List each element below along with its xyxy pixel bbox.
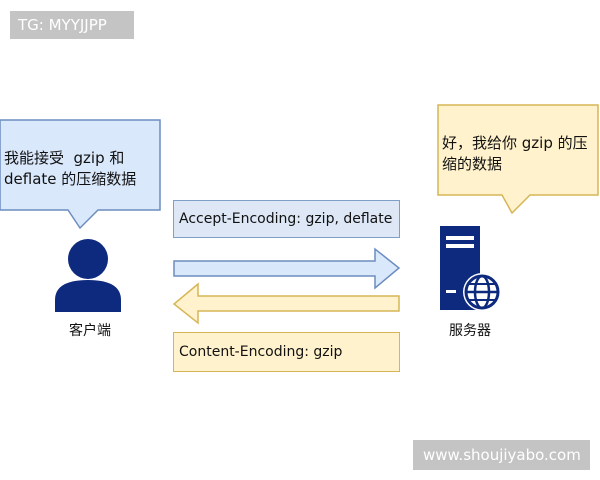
watermark-bottom-right: www.shoujiyabo.com [413,440,590,470]
client-label: 客户端 [69,323,111,339]
server-speech-line2: 缩的数据 [442,155,503,173]
server-label: 服务器 [449,323,491,339]
client-speech-line1: 我能接受 gzip 和 [4,149,125,167]
server-speech-text: 好，我给你 gzip 的压 缩的数据 [442,133,598,175]
client-speech-line2: deflate 的压缩数据 [4,170,137,188]
request-arrow [173,247,401,290]
response-header-box: Content-Encoding: gzip [173,332,400,372]
client-speech-text: 我能接受 gzip 和 deflate 的压缩数据 [4,148,160,190]
server-speech-line1: 好，我给你 gzip 的压 [442,134,588,152]
request-header-box: Accept-Encoding: gzip, deflate [173,200,400,238]
server-speech-bubble [437,104,599,215]
user-icon [55,239,121,312]
globe-icon [463,273,501,311]
watermark-top-left: TG: MYYJJPP [10,11,134,39]
response-arrow [172,282,400,325]
client-speech-bubble [0,119,161,230]
